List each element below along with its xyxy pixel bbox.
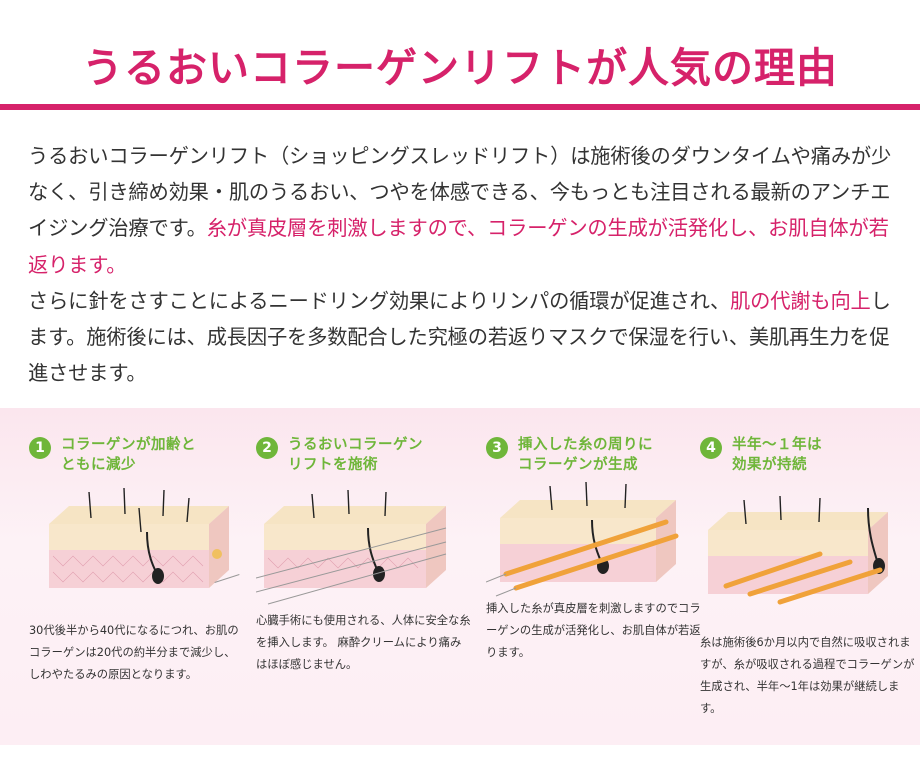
step-2-number-badge: 2 <box>256 437 278 459</box>
intro-text: うるおいコラーゲンリフト（ショッピングスレッドリフト）は施術後のダウンタイムや痛… <box>28 138 896 391</box>
intro-paragraph-1: うるおいコラーゲンリフト（ショッピングスレッドリフト）は施術後のダウンタイムや痛… <box>28 138 896 283</box>
steps-panel: 1 コラーゲンが加齢と ともに減少 30代後半から40代になるにつれ、お肌のコラ… <box>0 408 920 745</box>
page-title: うるおいコラーゲンリフトが人気の理由 <box>82 44 838 92</box>
step-1-number-badge: 1 <box>29 437 51 459</box>
step-2: 2 うるおいコラーゲン リフトを施術 心臓手術にも使用される、人体に安全な糸を挿… <box>256 408 471 745</box>
step-4: 4 半年〜１年は 効果が持続 糸は施術後6か月以内で自然に吸収されますが、糸が吸… <box>700 408 914 745</box>
step-4-number-badge: 4 <box>700 437 722 459</box>
intro-paragraph-2: さらに針をさすことによるニードリング効果によりリンパの循環が促進され、肌の代謝も… <box>28 283 896 392</box>
step-2-description: 心臓手術にも使用される、人体に安全な糸を挿入します。 麻酔クリームにより痛みはほ… <box>256 614 471 671</box>
skin-diagram-step-1 <box>49 487 229 588</box>
intro-p1-text: うるおいコラーゲンリフト（ショッピングスレッドリフト）は施術後のダウンタイムや痛… <box>28 144 892 241</box>
step-3: 3 挿入した糸の周りに コラーゲンが生成 挿入した糸が真皮層を刺激しますのでコラ… <box>486 408 701 745</box>
step-4-title: 半年〜１年は 効果が持続 <box>732 437 822 473</box>
skin-diagram-step-2 <box>256 489 447 605</box>
step-3-title: 挿入した糸の周りに コラーゲンが生成 <box>518 437 653 473</box>
intro-p2-text-b: します。施術後には、成長因子を多数配合した究極の若返りマスクで保湿を行い、美肌再… <box>28 288 891 386</box>
step-1-title: コラーゲンが加齢と ともに減少 <box>61 437 196 473</box>
step-3-description: 挿入した糸が真皮層を刺激しますのでコラーゲンの生成が活発化し、お肌自体が若返りま… <box>486 602 701 659</box>
step-1: 1 コラーゲンが加齢と ともに減少 30代後半から40代になるにつれ、お肌のコラ… <box>29 408 239 745</box>
skin-diagram-step-4 <box>708 495 888 605</box>
intro-p2-highlight: 肌の代謝も向上 <box>730 288 871 313</box>
skin-diagram-step-3 <box>486 481 679 597</box>
intro-p2-text-a: さらに針をさすことによるニードリング効果によりリンパの循環が促進され、 <box>28 288 731 313</box>
step-4-description: 糸は施術後6か月以内で自然に吸収されますが、糸が吸収される過程でコラーゲンが生成… <box>700 636 915 715</box>
step-3-number-badge: 3 <box>486 437 508 459</box>
intro-p1-highlight: 糸が真皮層を刺激しますので、コラーゲンの生成が活発化し、お肌自体が若返ります。 <box>28 216 889 277</box>
step-2-title: うるおいコラーゲン リフトを施術 <box>288 437 423 473</box>
title-underline <box>0 104 920 110</box>
step-1-description: 30代後半から40代になるにつれ、お肌のコラーゲンは20代の約半分まで減少し、し… <box>29 624 239 681</box>
